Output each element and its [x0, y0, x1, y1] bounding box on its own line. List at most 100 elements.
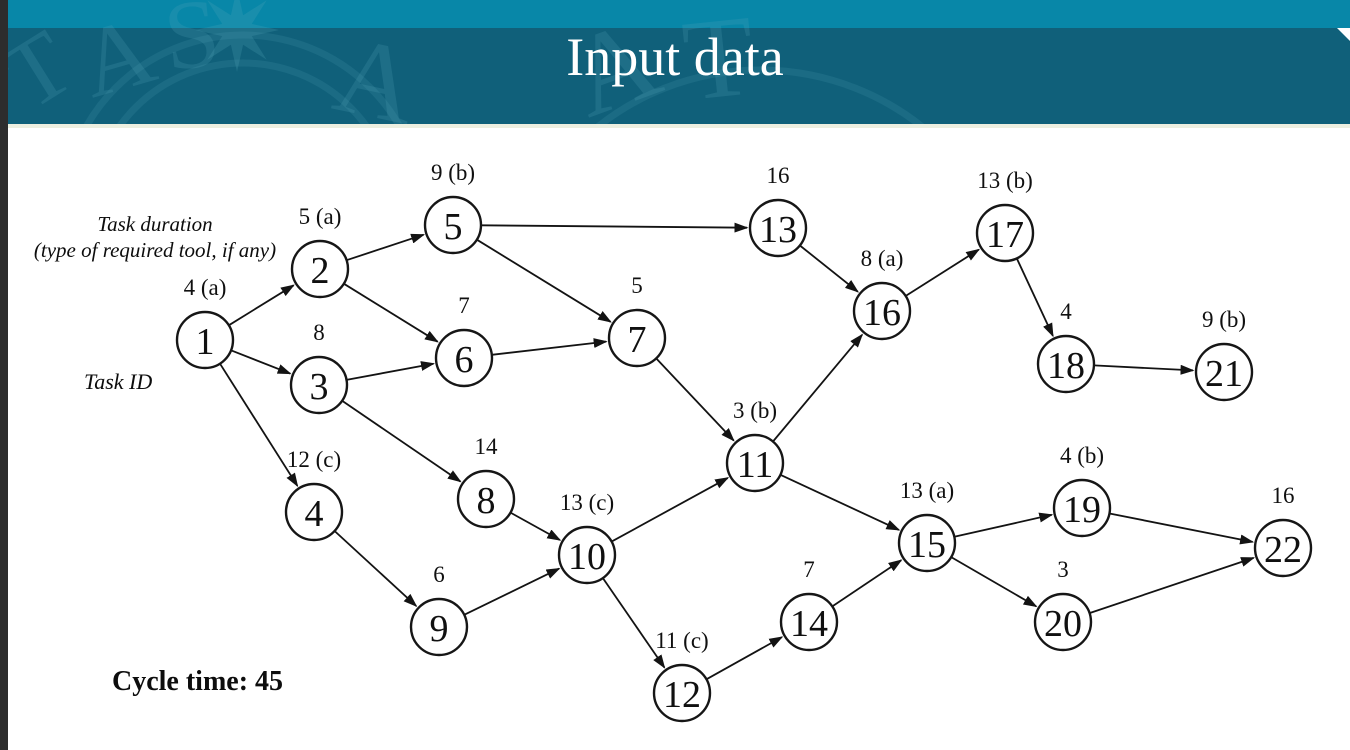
edge-2-5 — [346, 233, 426, 262]
task-id-number: 18 — [1047, 345, 1085, 387]
task-id-annotation: Task ID — [84, 369, 153, 394]
task-duration-label: 4 (a) — [184, 275, 227, 300]
task-node-7: 75 — [607, 273, 667, 368]
task-duration-label: 12 (c) — [287, 447, 341, 472]
task-id-number: 4 — [305, 493, 324, 535]
task-node-circle — [1036, 334, 1096, 394]
task-node-circle — [284, 482, 344, 542]
task-node-circle — [1033, 592, 1093, 652]
task-id-number: 1 — [196, 321, 215, 363]
task-duration-label: 3 — [1057, 557, 1069, 582]
task-duration-label: 16 — [1272, 483, 1295, 508]
edge-11-15 — [780, 473, 901, 531]
task-id-number: 17 — [986, 214, 1024, 256]
edge-6-7 — [491, 338, 608, 356]
task-node-9: 96 — [409, 562, 469, 657]
left-edge-strip — [0, 0, 8, 750]
task-node-18: 18 4 — [1036, 299, 1096, 394]
task-node-circle — [852, 281, 912, 341]
task-node-circle — [779, 592, 839, 652]
edge-11-16 — [772, 333, 864, 443]
task-duration-label: 13 (a) — [900, 478, 954, 503]
header-title-band — [0, 28, 1350, 124]
task-node-circle — [456, 469, 516, 529]
edge-7-11 — [655, 357, 735, 442]
edge-3-8 — [341, 400, 462, 483]
edge-20-22 — [1089, 557, 1256, 614]
header-top-band — [0, 0, 1350, 28]
task-node-12: 12 11 (c) — [652, 628, 712, 723]
task-node-circle — [557, 525, 617, 585]
task-duration-label: 16 — [767, 163, 790, 188]
task-id-number: 11 — [737, 444, 774, 486]
task-duration-label: 7 — [458, 293, 470, 318]
edge-4-9 — [333, 530, 418, 608]
task-id-number: 16 — [863, 292, 901, 334]
task-id-number: 5 — [444, 206, 463, 248]
task-node-11: 11 3 (b) — [725, 398, 785, 493]
task-duration-label: 8 — [313, 320, 325, 345]
task-node-4: 4 12 (c) — [284, 447, 344, 542]
task-id-number: 13 — [759, 209, 797, 251]
task-duration-annotation: Task duration (type of required tool, if… — [0, 211, 310, 263]
task-node-20: 20 3 — [1033, 557, 1093, 652]
task-duration-label: 4 (b) — [1060, 443, 1104, 468]
task-node-circle — [290, 239, 350, 299]
edge-8-10 — [510, 511, 562, 541]
task-node-2: 2 5 (a) — [290, 204, 350, 299]
edge-3-6 — [346, 361, 435, 381]
task-node-15: 15 13 (a) — [897, 478, 957, 573]
edge-13-16 — [799, 244, 859, 293]
task-duration-label: 5 (a) — [299, 204, 342, 229]
task-id-number: 20 — [1044, 603, 1082, 645]
task-duration-label: 9 (b) — [1202, 307, 1246, 332]
task-node-10: 10 13 (c) — [557, 490, 617, 585]
task-id-number: 15 — [908, 524, 946, 566]
task-id-number: 19 — [1063, 489, 1101, 531]
edge-2-6 — [343, 282, 439, 343]
task-duration-line2: (type of required tool, if any) — [33, 238, 277, 262]
task-id-number: 14 — [790, 603, 828, 645]
task-node-21: 21 9 (b) — [1194, 307, 1254, 402]
task-duration-label: 4 — [1060, 299, 1072, 324]
edge-10-11 — [611, 477, 730, 543]
task-id-number: 10 — [568, 536, 606, 578]
task-duration-line1: Task duration — [97, 212, 213, 236]
task-node-3: 38 — [289, 320, 349, 415]
edge-1-3 — [230, 349, 292, 375]
task-node-19: 19 4 (b) — [1052, 443, 1112, 538]
task-node-circle — [1052, 478, 1112, 538]
edge-12-14 — [705, 636, 784, 681]
task-duration-label: 11 (c) — [655, 628, 708, 653]
task-node-13: 13 16 — [748, 163, 808, 258]
task-node-circle — [289, 355, 349, 415]
task-id-number: 2 — [311, 250, 330, 292]
cycle-time-label: Cycle time: 45 — [112, 666, 284, 697]
task-duration-label: 13 (c) — [560, 490, 614, 515]
task-id-number: 22 — [1264, 529, 1302, 571]
edge-14-15 — [831, 559, 903, 608]
header-underline — [0, 124, 1350, 128]
task-duration-label: 6 — [433, 562, 445, 587]
edge-15-19 — [954, 512, 1054, 538]
edge-1-4 — [219, 363, 299, 488]
task-id-number: 12 — [663, 674, 701, 716]
task-duration-label: 7 — [803, 557, 815, 582]
task-node-circle — [434, 328, 494, 388]
task-node-circle — [175, 310, 235, 370]
task-duration-label: 9 (b) — [431, 160, 475, 185]
task-id-number: 21 — [1205, 353, 1243, 395]
task-duration-label: 3 (b) — [733, 398, 777, 423]
edge-5-13 — [480, 222, 749, 233]
edge-1-2 — [228, 284, 295, 327]
task-node-circle — [897, 513, 957, 573]
slide-title: Input data — [566, 27, 784, 87]
edge-9-10 — [463, 567, 561, 616]
edge-16-17 — [905, 248, 981, 297]
task-id-number: 9 — [430, 608, 449, 650]
task-node-circle — [652, 663, 712, 723]
task-node-circle — [607, 308, 667, 368]
task-id-number: 7 — [628, 319, 647, 361]
